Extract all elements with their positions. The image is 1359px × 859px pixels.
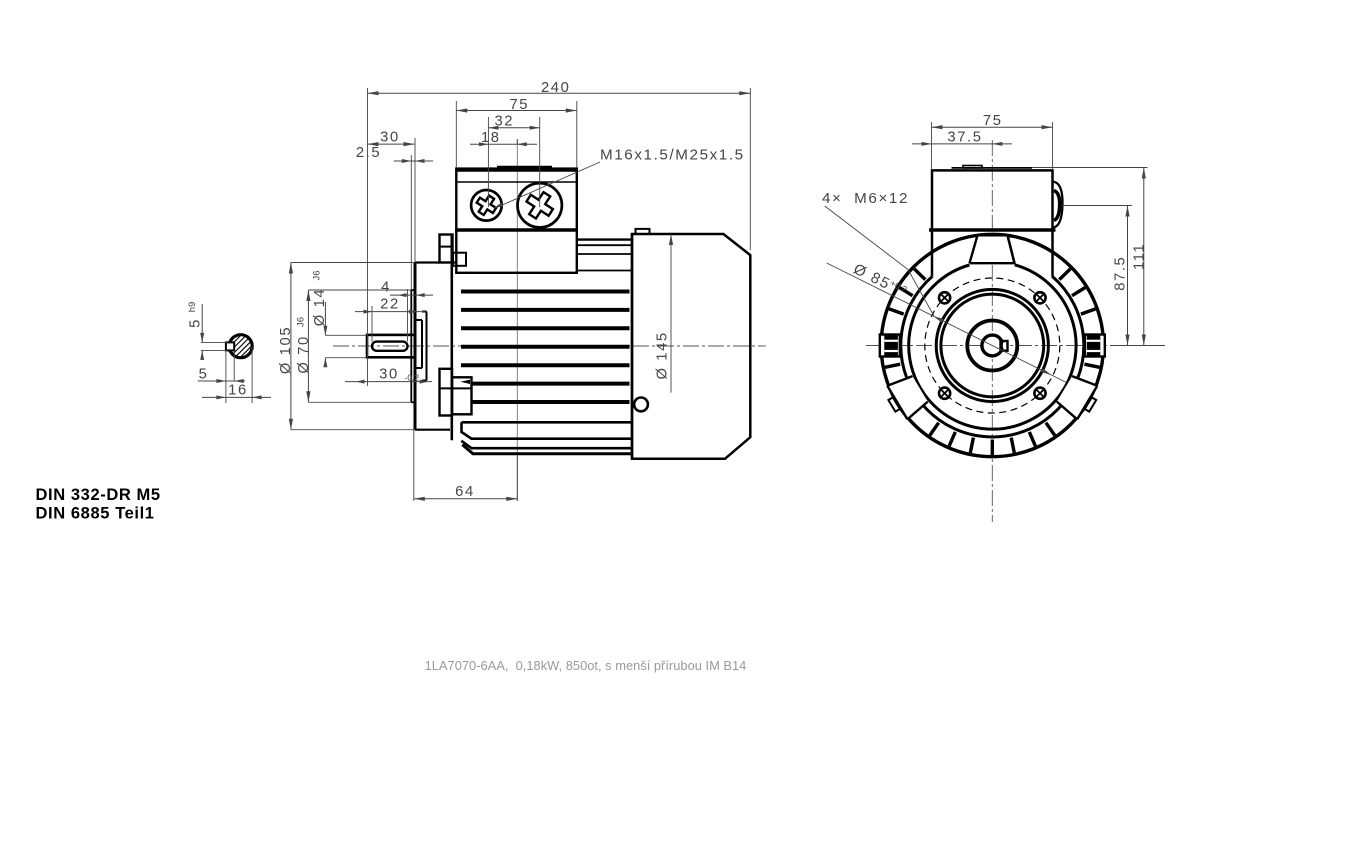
svg-text:1LA7070-6AA, 0,18kW, 850ot, s: 1LA7070-6AA, 0,18kW, 850ot, s menší přír… xyxy=(425,658,747,673)
svg-text:111: 111 xyxy=(1132,243,1148,270)
svg-text:5: 5 xyxy=(199,367,209,383)
svg-text:Ø 14: Ø 14 xyxy=(312,288,328,326)
svg-text:DIN 332-DR M5: DIN 332-DR M5 xyxy=(36,486,161,504)
svg-text:30: 30 xyxy=(380,130,400,146)
svg-text:75: 75 xyxy=(509,97,529,113)
svg-text:4: 4 xyxy=(381,280,391,296)
svg-text:J6: J6 xyxy=(312,270,323,280)
svg-text:37.5: 37.5 xyxy=(947,130,982,146)
svg-text:J6: J6 xyxy=(295,317,306,327)
svg-text:DIN 6885 Teil1: DIN 6885 Teil1 xyxy=(36,505,155,523)
svg-text:18: 18 xyxy=(481,130,501,146)
svg-text:Ø 145: Ø 145 xyxy=(654,331,670,379)
svg-text:5: 5 xyxy=(188,318,204,328)
svg-text:-0.2: -0.2 xyxy=(405,373,420,383)
svg-text:h9: h9 xyxy=(187,302,198,313)
svg-text:22: 22 xyxy=(380,297,400,313)
svg-text:64: 64 xyxy=(455,484,475,500)
svg-text:Ø 105: Ø 105 xyxy=(278,326,294,374)
svg-text:32: 32 xyxy=(494,114,514,130)
svg-text:240: 240 xyxy=(541,80,571,96)
svg-text:30: 30 xyxy=(379,367,399,383)
svg-text:Ø 70: Ø 70 xyxy=(296,335,312,373)
svg-text:87.5: 87.5 xyxy=(1113,256,1129,291)
svg-text:4× M6×12: 4× M6×12 xyxy=(822,190,909,207)
svg-text:16: 16 xyxy=(228,383,248,399)
svg-text:2.5: 2.5 xyxy=(356,145,381,161)
svg-text:M16x1.5/M25x1.5: M16x1.5/M25x1.5 xyxy=(600,147,745,164)
svg-text:75: 75 xyxy=(983,113,1003,129)
